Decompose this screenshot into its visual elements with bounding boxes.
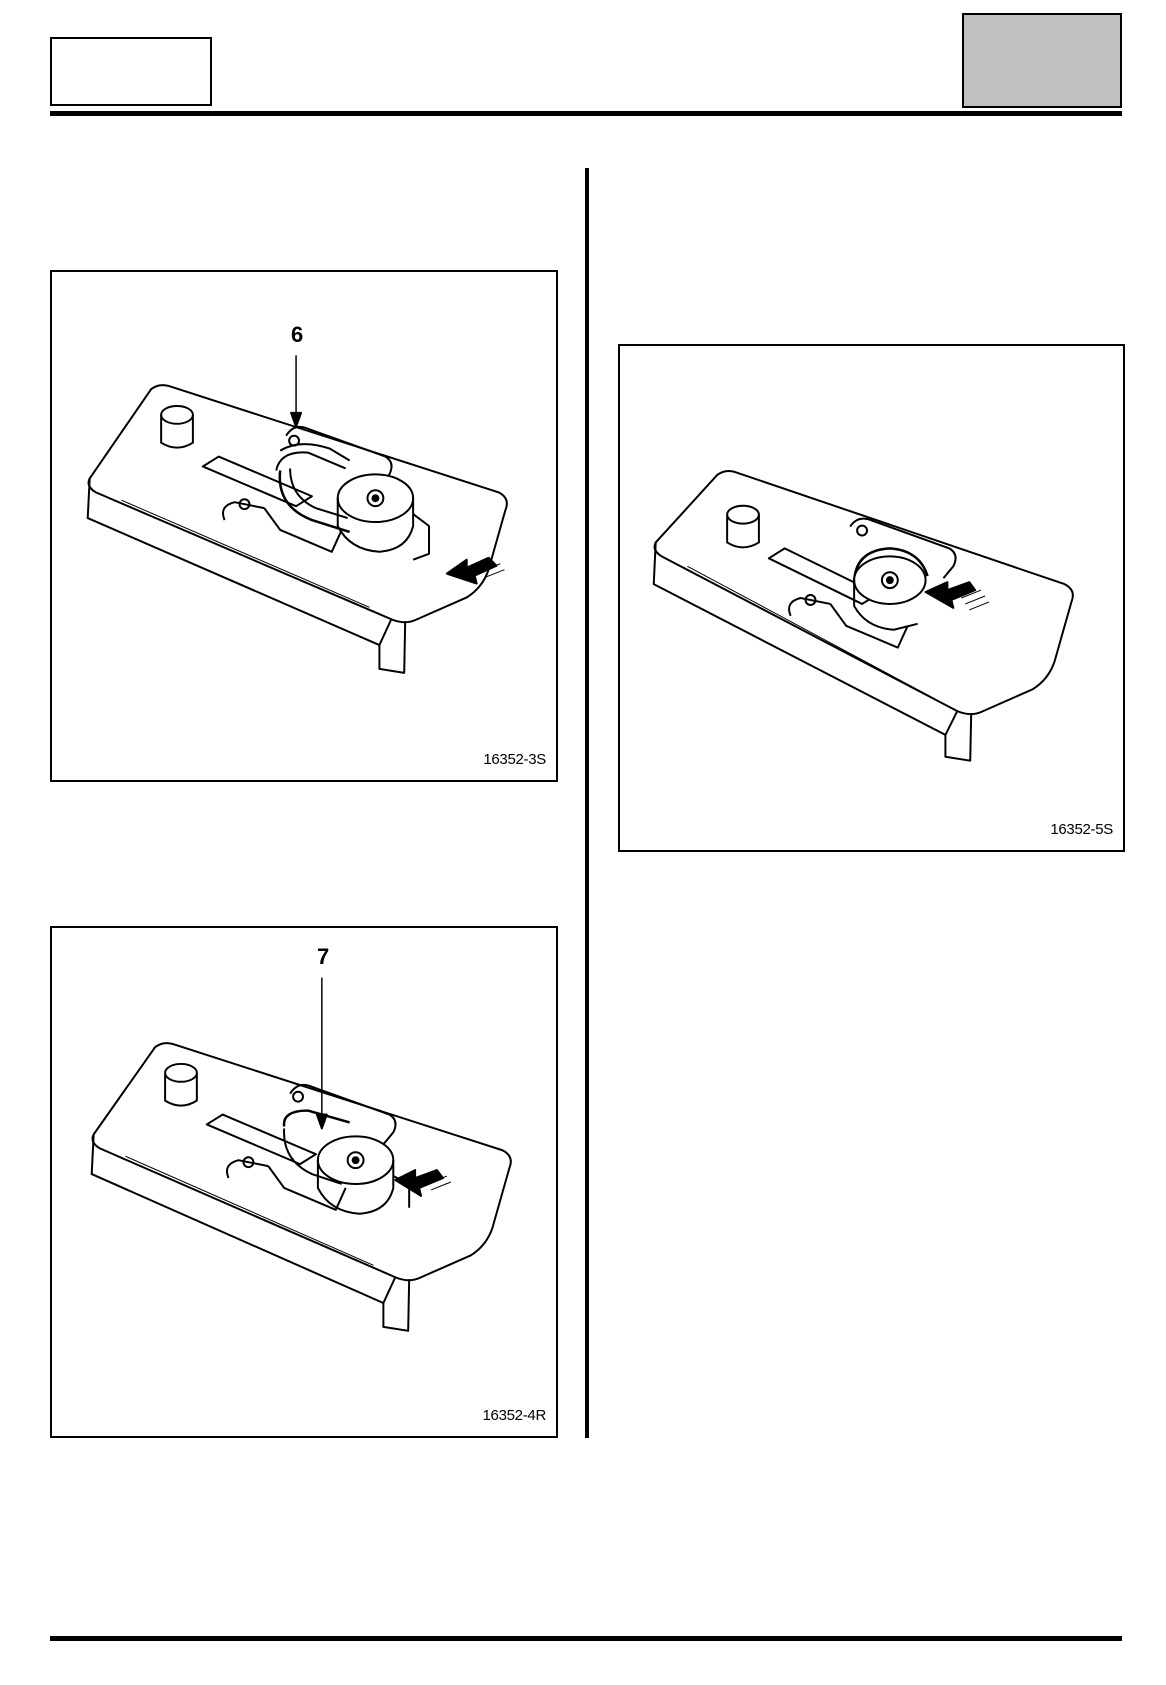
figure-code: 16352-3S bbox=[483, 751, 546, 768]
header-rule bbox=[50, 111, 1122, 116]
callout-label: 7 bbox=[317, 944, 330, 969]
tool-illustration bbox=[90, 977, 512, 1332]
tool-illustration bbox=[652, 470, 1074, 762]
figure-code: 16352-5S bbox=[1050, 821, 1113, 838]
header-left-box bbox=[50, 37, 212, 106]
figure-code: 16352-4R bbox=[482, 1407, 547, 1424]
figure-16352-3s: 6 16352-3S bbox=[50, 270, 558, 782]
footer-rule bbox=[50, 1636, 1122, 1641]
callout-label: 6 bbox=[291, 322, 304, 347]
figure-16352-4r: 7 16352-4R bbox=[50, 926, 558, 1438]
figure-16352-5s: 16352-5S bbox=[618, 344, 1125, 852]
tool-illustration bbox=[86, 355, 508, 674]
column-divider bbox=[585, 168, 589, 1438]
header-right-box bbox=[962, 13, 1122, 108]
